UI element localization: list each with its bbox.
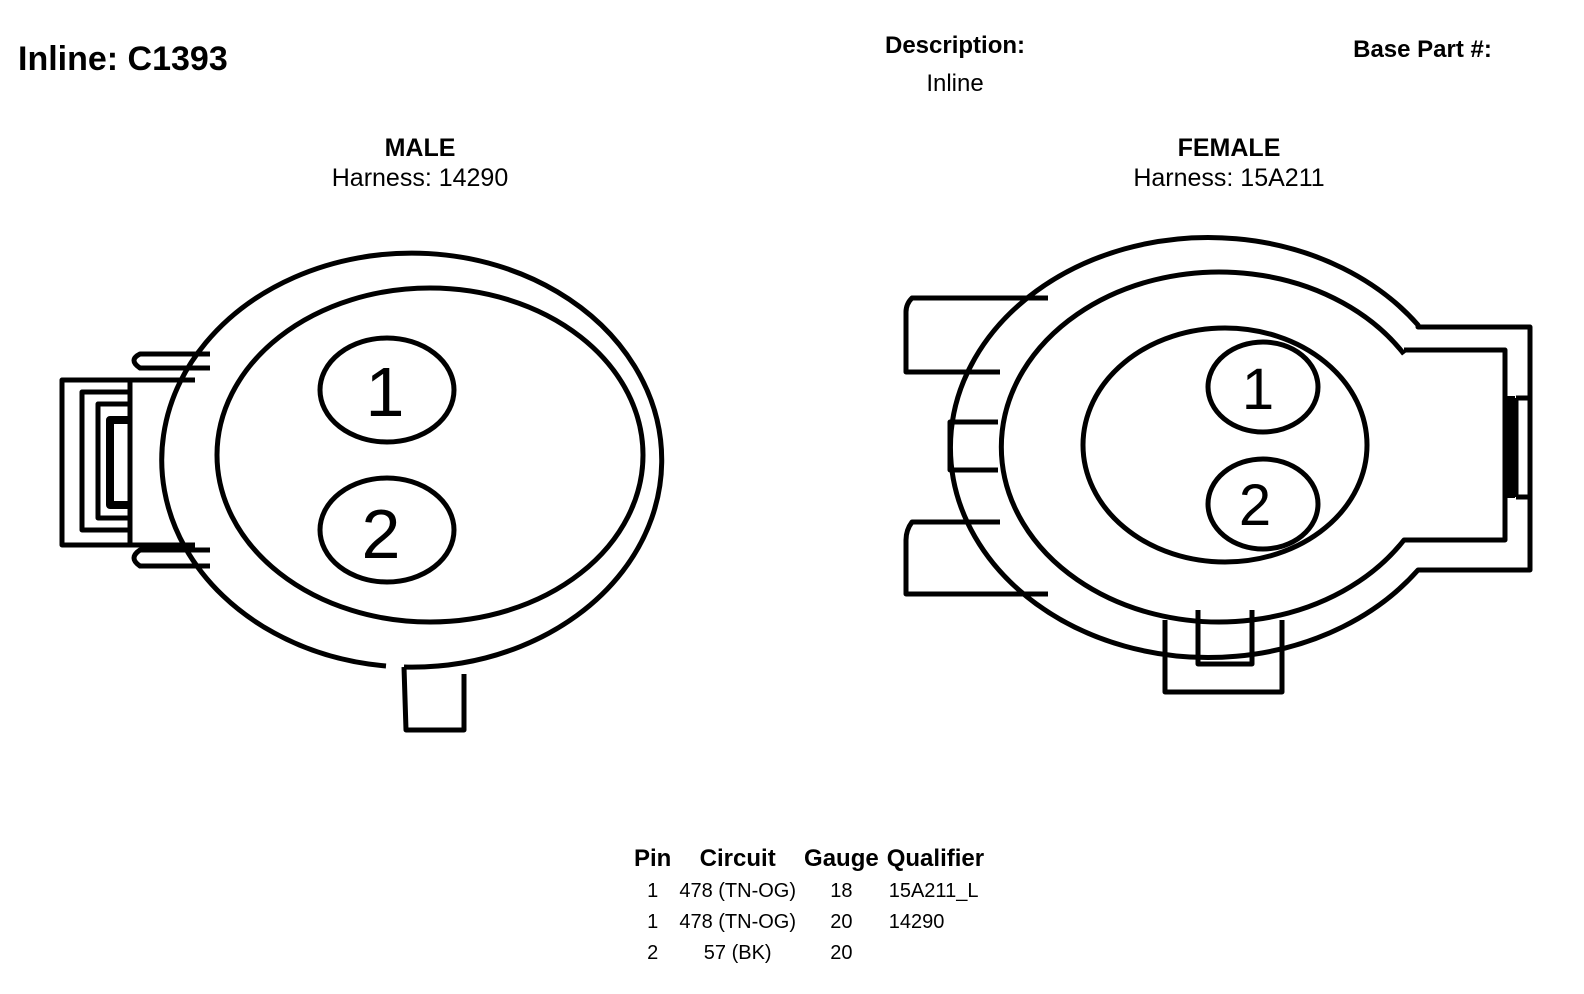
female-connector: [903, 235, 1533, 695]
female-pin-cavity-1: [1205, 339, 1321, 435]
cell-circuit: 57 (BK): [703, 942, 772, 964]
col-qualifier: Qualifier: [886, 845, 985, 872]
female-pin-label-2: 2: [1239, 473, 1271, 538]
cell-pin: 1: [647, 880, 659, 902]
connector-title: Inline: C1393: [18, 40, 228, 78]
cell-qualifier: 15A211_L: [888, 880, 979, 902]
female-clip-mid: [947, 419, 998, 473]
col-circuit: Circuit: [699, 845, 776, 872]
cell-gauge: 20: [830, 911, 853, 933]
female-insert: [1080, 325, 1370, 565]
male-pin-label-2: 2: [362, 495, 401, 573]
table-row: 2 57 (BK) 20: [630, 938, 988, 969]
col-gauge: Gauge: [804, 845, 879, 872]
pin-table: Pin Circuit Gauge Qualifier 1 478 (TN-OG…: [630, 842, 988, 969]
description-value: Inline: [926, 70, 984, 97]
male-pin-label-1: 1: [366, 353, 405, 431]
female-inner-ring: [998, 269, 1508, 625]
female-outer-shell: [947, 235, 1533, 660]
male-outer-shell: [159, 250, 665, 670]
male-connector: [59, 250, 665, 733]
cell-pin: 2: [647, 942, 659, 964]
male-pin-cavity-1: [317, 335, 457, 445]
table-row: 1 478 (TN-OG) 18 15A211_L: [630, 876, 988, 907]
table-row: 1 478 (TN-OG) 20 14290: [630, 907, 988, 938]
female-clip-bottom: [903, 519, 1048, 597]
male-inner-ring: [214, 285, 646, 625]
base-part-label: Base Part #:: [1353, 36, 1492, 63]
female-harness: Harness: 15A211: [1133, 164, 1325, 192]
female-key-tab: [1162, 610, 1285, 695]
female-title: FEMALE: [1177, 134, 1281, 162]
cell-circuit: 478 (TN-OG): [679, 911, 797, 933]
cell-gauge: 18: [830, 880, 853, 902]
female-pin-cavity-2: [1205, 456, 1321, 552]
cell-qualifier: [883, 938, 988, 969]
description-label: Description:: [884, 32, 1025, 59]
col-pin: Pin: [634, 845, 672, 872]
female-pin-label-1: 1: [1242, 357, 1274, 422]
cell-pin: 1: [647, 911, 659, 933]
pin-table-header: Pin Circuit Gauge Qualifier: [630, 842, 988, 876]
cell-qualifier: 14290: [888, 911, 945, 933]
cell-gauge: 20: [830, 942, 853, 964]
male-pin-cavity-2: [317, 475, 457, 585]
male-key-tab: [401, 666, 467, 733]
female-clip-top: [903, 295, 1048, 375]
male-latch: [59, 351, 210, 569]
cell-circuit: 478 (TN-OG): [679, 880, 797, 902]
male-harness: Harness: 14290: [331, 164, 509, 192]
male-title: MALE: [384, 134, 456, 162]
